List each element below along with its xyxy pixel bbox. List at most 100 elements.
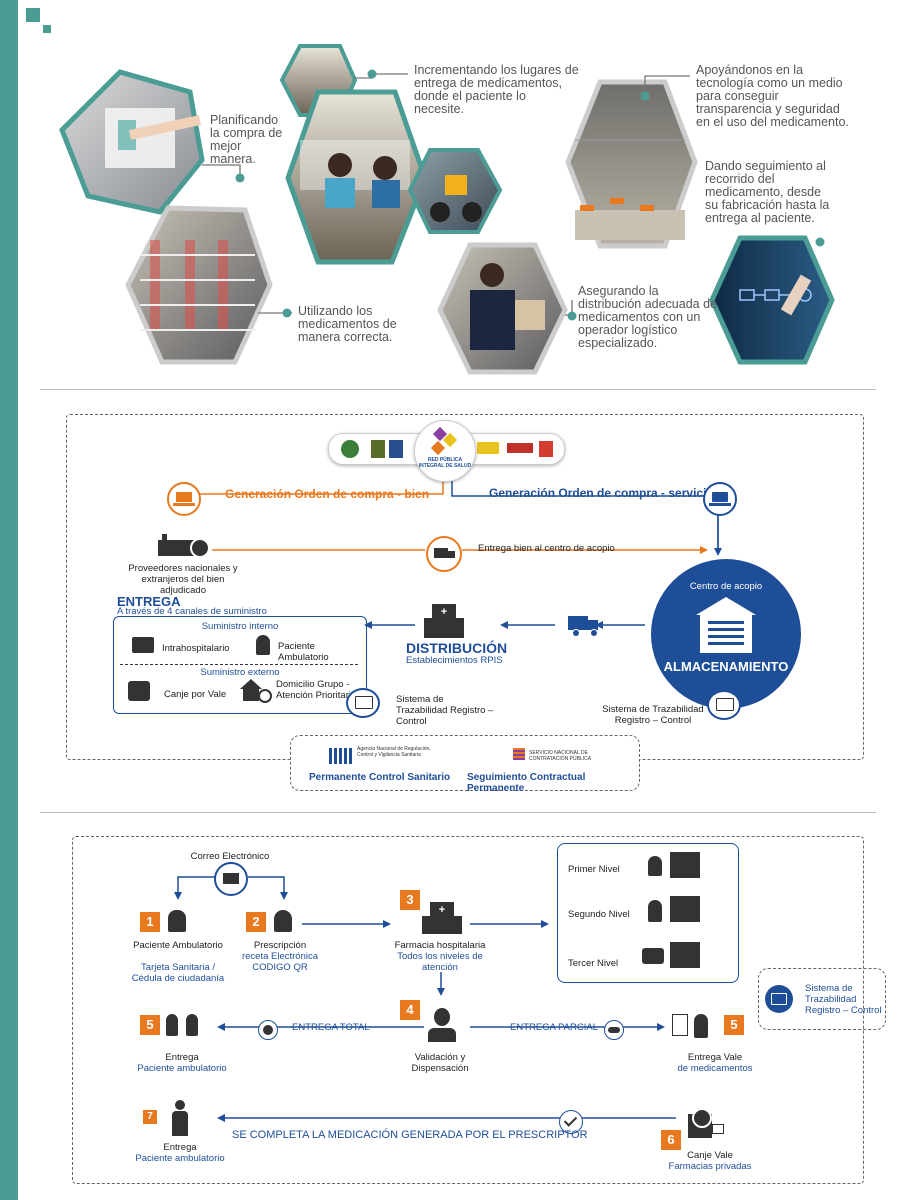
step-1-badge: 1: [140, 912, 160, 932]
hospital-cross: +: [438, 904, 446, 916]
step-3-sub: Todos los niveles de atención: [397, 951, 483, 973]
step-5a-sub: Paciente ambulatorio: [137, 1063, 227, 1074]
envelope-icon: [223, 873, 239, 884]
voucher-label: Canje por Vale: [164, 689, 227, 700]
pharmacist-icon: [428, 1008, 456, 1046]
storage-center-title: Centro de acopio: [689, 581, 763, 592]
pill-capsule: [608, 1027, 620, 1033]
distribution-title: DISTRIBUCIÓN: [406, 640, 508, 656]
traceability-label-right: Sistema de Trazabilidad Registro – Contr…: [602, 704, 704, 726]
truck-wheel: [590, 629, 598, 637]
delivery-channels-box: Suministro interno Intrahospitalario Pac…: [113, 616, 367, 714]
intrahospital-label: Intrahospitalario: [162, 643, 230, 654]
private-pharmacy-icon: [686, 1108, 724, 1138]
distribution-sub: Establecimientos RPIS: [406, 655, 503, 666]
step-4-badge: 4: [400, 1000, 420, 1020]
step-1-sub: Tarjeta Sanitaria / Cédula de ciudadanía: [131, 962, 225, 984]
step-5a-badge: 5: [140, 1015, 160, 1035]
delivery-to-center-label: Entrega bien al centro de acopio: [478, 543, 615, 554]
caption-locations: Incrementando los lugares de entrega de …: [414, 63, 579, 116]
internal-supply-label: Suministro interno: [201, 621, 279, 632]
delivery-title: ENTREGA: [117, 594, 181, 609]
factory-body: [158, 540, 194, 556]
check-icon: [559, 1110, 583, 1134]
step-4-title: Validación y Dispensación: [411, 1052, 469, 1074]
level-2-hospital-icon: [670, 896, 700, 922]
level-3-label: Tercer Nivel: [568, 958, 619, 969]
pills-icon-total: [258, 1020, 278, 1040]
laptop-base: [173, 503, 195, 506]
email-icon-circle: [214, 862, 248, 896]
truck-wheel: [572, 629, 580, 637]
caption-distribution: Asegurando la distribución adecuada de m…: [578, 284, 717, 350]
step-6-title: Canje Vale: [687, 1150, 733, 1161]
rpis-logo: RED PÚBLICA INTEGRAL DE SALUD: [414, 420, 476, 482]
handover-person-right: [186, 1014, 198, 1036]
logo-left-3: [389, 440, 403, 458]
traceability-label-left: Sistema de Trazabilidad Registro – Contr…: [396, 694, 494, 727]
patient-standing-icon: [172, 1100, 188, 1136]
warehouse-photo: [565, 79, 698, 249]
corner-square: [26, 8, 40, 22]
intrahospital-icon: [132, 637, 154, 653]
logo-right-1: [477, 442, 499, 454]
level-3-bed-icon: [642, 948, 664, 964]
logo-right-2: [507, 443, 533, 453]
home-body: [243, 689, 259, 701]
home-wheelchair-icon: [240, 679, 272, 703]
level-1-hospital-icon: [670, 852, 700, 878]
storage-center-main: ALMACENAMIENTO: [663, 659, 789, 674]
agency2-text: SERVICIO NACIONAL DE CONTRATACIÓN PÚBLIC…: [529, 750, 592, 762]
laptop-base: [709, 503, 731, 506]
monitor-icon: [355, 696, 373, 709]
step-2-title: Prescripción: [253, 940, 307, 951]
step-7-badge: 7: [143, 1110, 157, 1124]
voucher-card: [712, 1124, 724, 1134]
logo-right-3: [539, 441, 553, 457]
dispensing-flow-lines: [174, 876, 676, 1122]
patient-head: [175, 1100, 185, 1110]
step-2-sub: receta Electrónica CODIGO QR: [241, 951, 319, 973]
handover-icon: [166, 1012, 200, 1038]
agency1-text: Agencia Nacional de Regulación, Control …: [357, 746, 431, 758]
outpatient-label: Paciente Ambulatorio: [278, 641, 329, 663]
divider-2: [40, 812, 876, 813]
caption-planning: Planificando la compra de mejor manera.: [210, 113, 283, 166]
order-goods-label: Generación Orden de compra - bien: [225, 487, 430, 501]
order-service-label: Generación Orden de compra - servicio: [489, 486, 714, 500]
truck-icon-blue: [568, 614, 600, 637]
channels-divider: [120, 664, 358, 665]
partial-delivery-label: ENTREGA PARCIAL: [510, 1022, 598, 1033]
pill-dot: [263, 1025, 273, 1035]
level-1-label: Primer Nivel: [568, 864, 620, 875]
patient-icon: [168, 910, 186, 932]
truck-cargo: [568, 616, 588, 630]
pharmacist-head: [434, 1008, 450, 1026]
caption-correct-use: Utilizando los medicamentos de manera co…: [298, 304, 397, 344]
arcsa-logo: [329, 748, 353, 764]
warehouse-icon: [696, 597, 756, 655]
hospital-pharmacy-icon: +: [422, 902, 462, 934]
contract-control-label: Seguimiento Contractual Permanente: [467, 772, 586, 794]
care-levels-box: Primer Nivel Segundo Nivel Tercer Nivel: [557, 843, 739, 983]
email-label: Correo Electrónico: [190, 851, 270, 862]
monitor-icon: [771, 993, 787, 1005]
step-6-badge: 6: [661, 1130, 681, 1150]
step-3-badge: 3: [400, 890, 420, 910]
caption-tracking: Dando seguimiento al recorrido del medic…: [705, 159, 830, 225]
warehouse-door: [708, 621, 744, 649]
laptop-screen: [176, 492, 192, 502]
traceability-icon-right: [707, 690, 741, 720]
pharmacy-cross-circle: [692, 1108, 712, 1128]
truck-cab: [588, 620, 598, 630]
traceability-label: Sistema de Trazabilidad Registro – Contr…: [805, 983, 882, 1016]
pills-icon-partial: [604, 1020, 624, 1040]
traceability-box: Sistema de Trazabilidad Registro – Contr…: [758, 968, 886, 1030]
step-2-badge: 2: [246, 912, 266, 932]
laptop-screen: [712, 492, 728, 502]
step-5b-badge: 5: [724, 1015, 744, 1035]
caption-technology: Apoyándonos en la tecnología como un med…: [696, 63, 849, 129]
step-7-sub: Paciente ambulatorio: [135, 1153, 225, 1164]
wheelchair-wheel: [258, 689, 272, 703]
voucher-handover-icon: [672, 1012, 716, 1042]
